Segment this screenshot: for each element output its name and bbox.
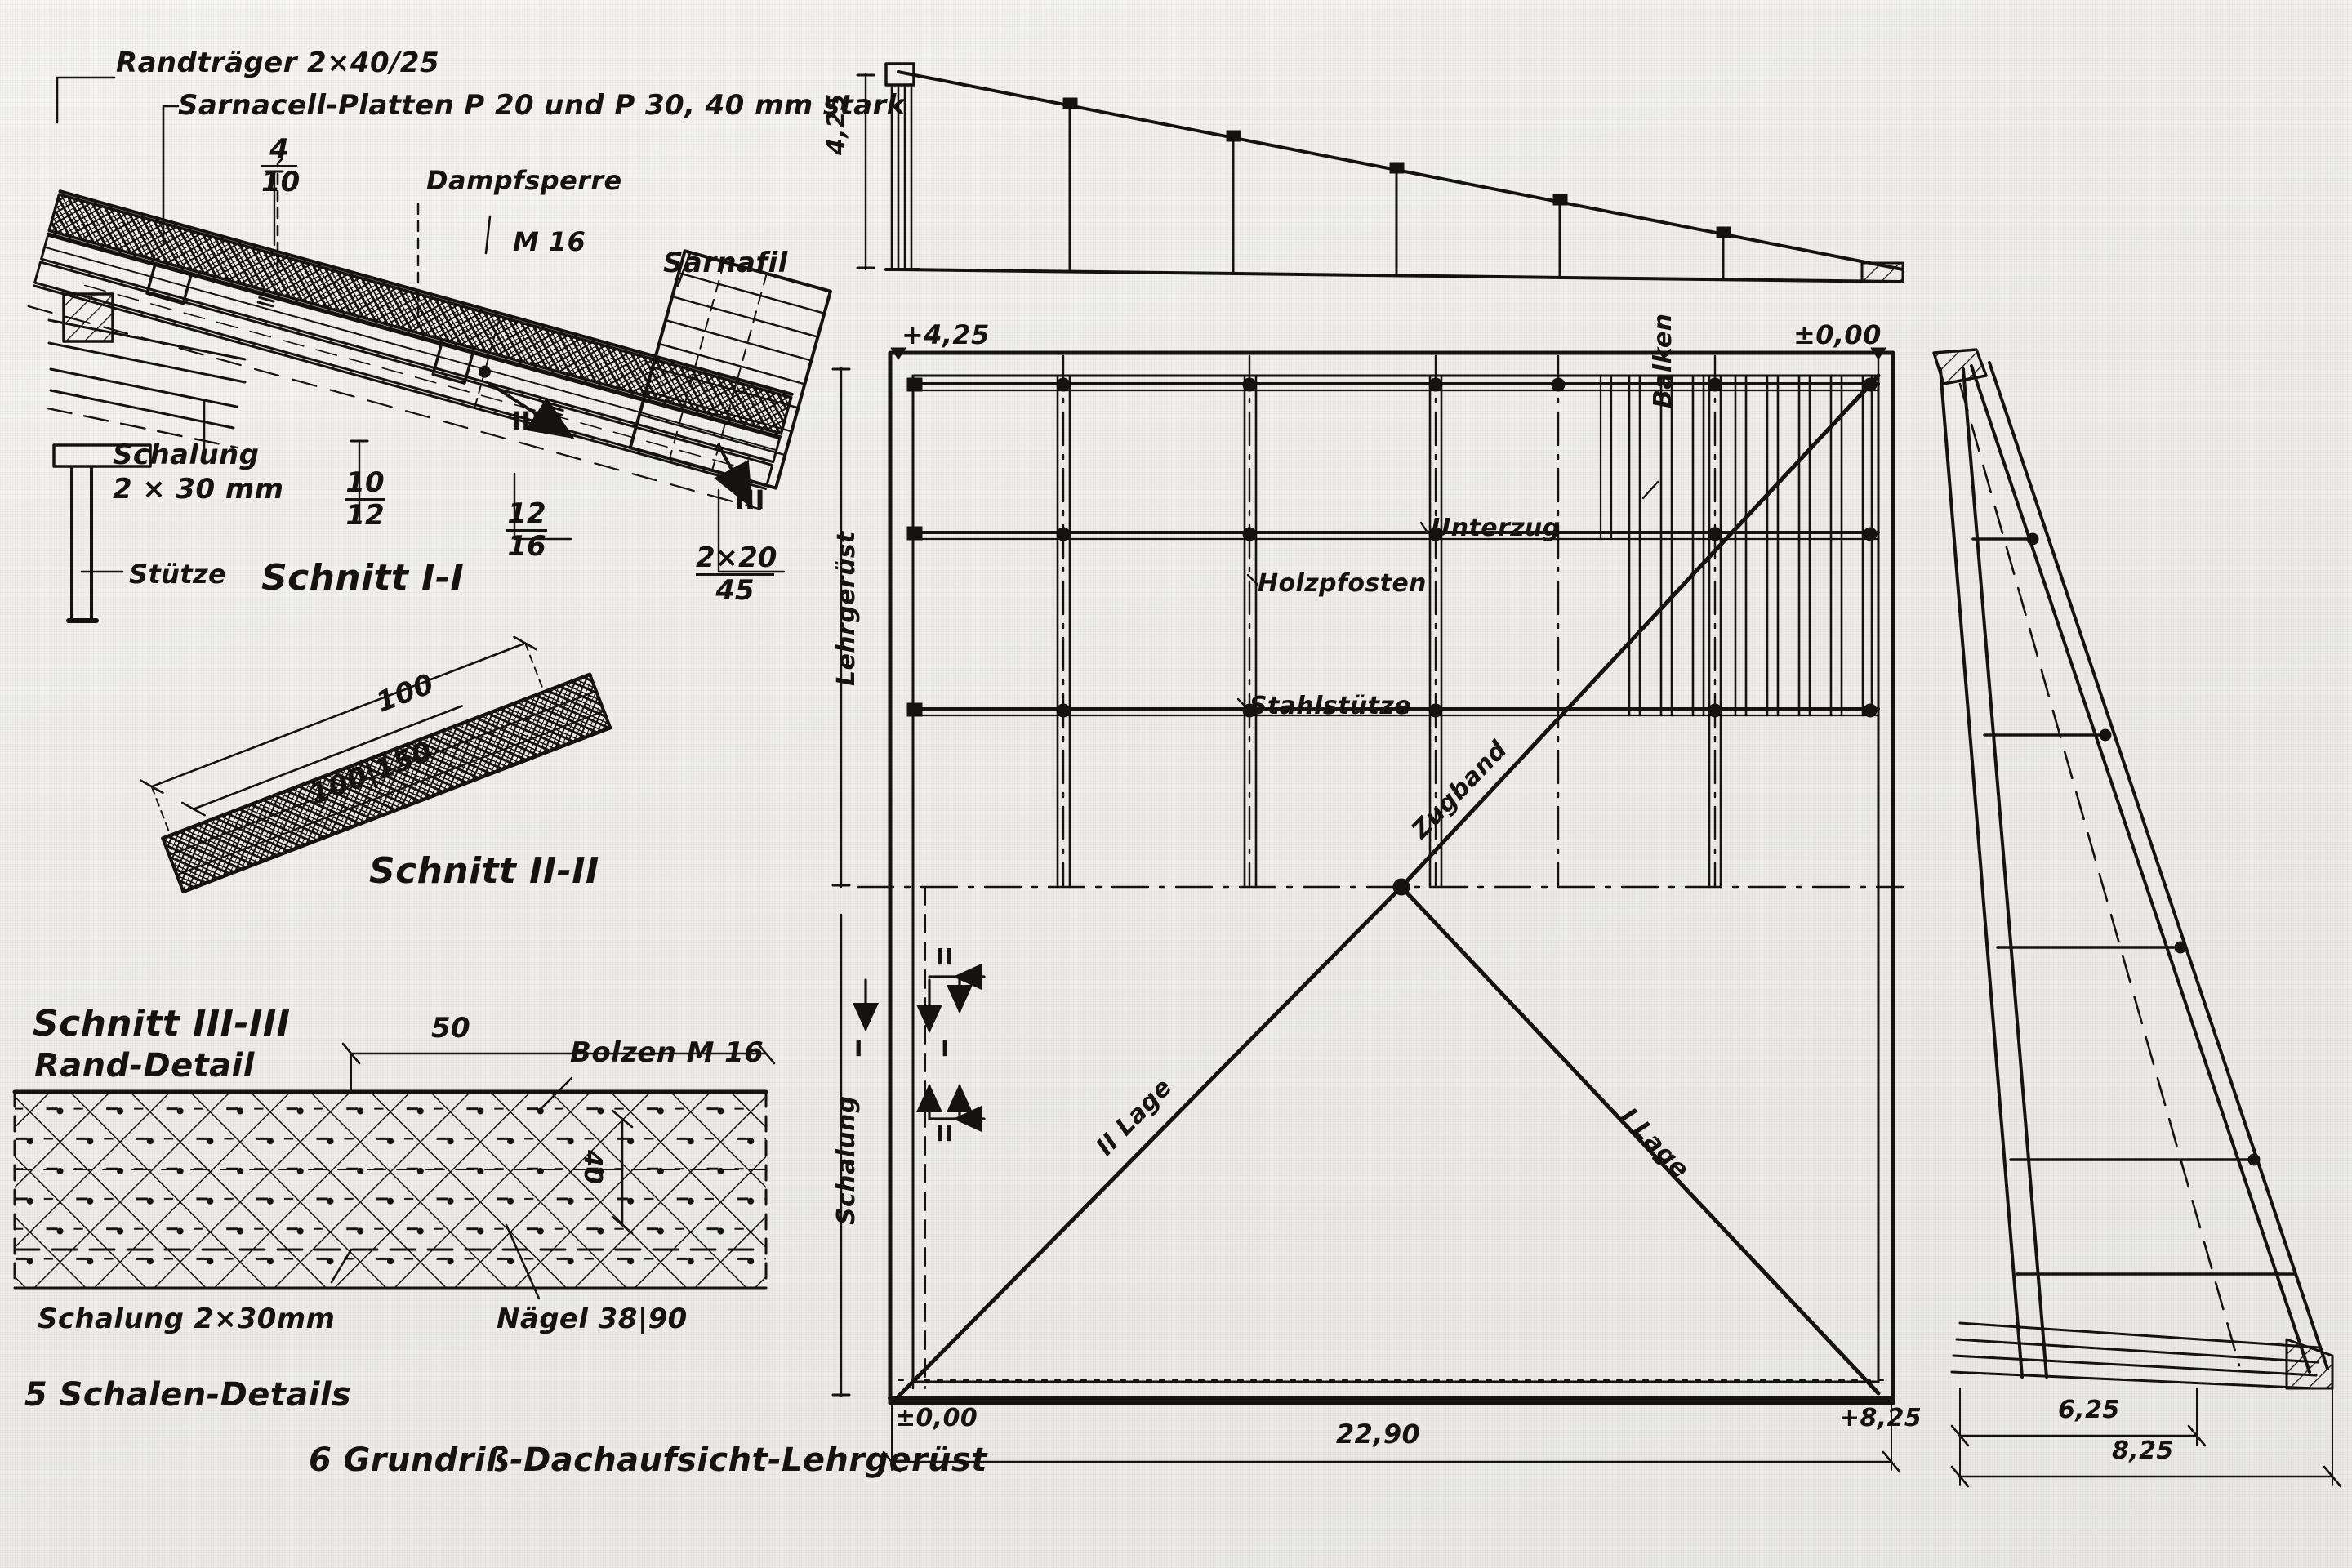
- label-sarnafil: Sarnafil: [663, 247, 788, 279]
- level-top-right: ±0,00: [1793, 319, 1882, 350]
- right-elevation-drawing: [1932, 348, 2342, 1488]
- dim-12-over-16: 12 16: [506, 497, 547, 563]
- plan-drawing: [831, 347, 1904, 1473]
- title-schnitt-i-i: Schnitt I-I: [261, 557, 465, 599]
- schnitt-i-i-drawing: [27, 76, 832, 623]
- schnitt-ii-ii-drawing: [139, 635, 612, 894]
- plan-label-unterzug: Unterzug: [1431, 514, 1561, 542]
- caption-figure-6: 6 Grundriß-Dachaufsicht-Lehrgerüst: [309, 1441, 987, 1479]
- plan-label-lehrgeruest: Lehrgerüst: [832, 531, 861, 686]
- dim-4-over-10: 4 10: [261, 133, 301, 198]
- right-elev-dim-825: 8,25: [2112, 1437, 2174, 1465]
- title-schnitt-iii-iii: Schnitt III-III: [33, 1003, 291, 1045]
- label-sarnacell-panels: Sarnacell-Platten P 20 und P 30, 40 mm s…: [178, 89, 906, 122]
- label-naegel: Nägel 38|90: [497, 1303, 688, 1335]
- section-mark-iii-upper: III: [511, 406, 541, 437]
- title-schnitt-ii-ii: Schnitt II-II: [369, 850, 599, 892]
- caption-figure-5: 5 Schalen-Details: [24, 1376, 352, 1414]
- label-bolzen-m16: Bolzen M 16: [570, 1036, 764, 1069]
- right-elev-dim-625: 6,25: [2058, 1396, 2120, 1424]
- elevation-height-425: 4,25: [822, 93, 851, 155]
- label-stuetze: Stütze: [129, 559, 227, 590]
- level-top-left: +4,25: [902, 319, 990, 350]
- plan-dim-width: 22,90: [1336, 1419, 1421, 1450]
- level-bottom-left: ±0,00: [895, 1404, 978, 1432]
- label-bolt-m16: M 16: [513, 226, 586, 257]
- label-schalung-size: 2 × 30 mm: [113, 473, 284, 506]
- label-vapour-barrier: Dampfsperre: [426, 165, 622, 196]
- label-schalung-2x30: Schalung 2×30mm: [38, 1303, 336, 1335]
- dim-10-over-12: 10 12: [345, 466, 385, 532]
- plan-section-mark-i-b: I: [941, 1035, 950, 1062]
- top-elevation-drawing: [856, 62, 1904, 283]
- dim-40: 40: [578, 1150, 607, 1185]
- plan-section-mark-i-a: I: [854, 1035, 863, 1062]
- plan-label-schalung: Schalung: [832, 1095, 861, 1225]
- dim-50: 50: [431, 1012, 471, 1045]
- label-edge-beam: Randträger 2×40/25: [116, 47, 440, 79]
- plan-section-mark-ii-b: II: [936, 1120, 954, 1147]
- plan-label-stahlstuetze: Stahlstütze: [1250, 692, 1411, 720]
- section-mark-iii-lower: III: [735, 484, 765, 515]
- schnitt-iii-iii-drawing: [12, 1042, 776, 1300]
- plan-label-balken: Balken: [1649, 313, 1677, 408]
- label-schalung: Schalung: [113, 439, 260, 471]
- plan-label-holzpfosten: Holzpfosten: [1258, 569, 1427, 598]
- level-bottom-right: +8,25: [1839, 1404, 1922, 1432]
- subtitle-rand-detail: Rand-Detail: [34, 1047, 255, 1085]
- dim-2x20-over-45: 2×20 45: [696, 541, 777, 607]
- plan-section-mark-ii-a: II: [936, 943, 954, 970]
